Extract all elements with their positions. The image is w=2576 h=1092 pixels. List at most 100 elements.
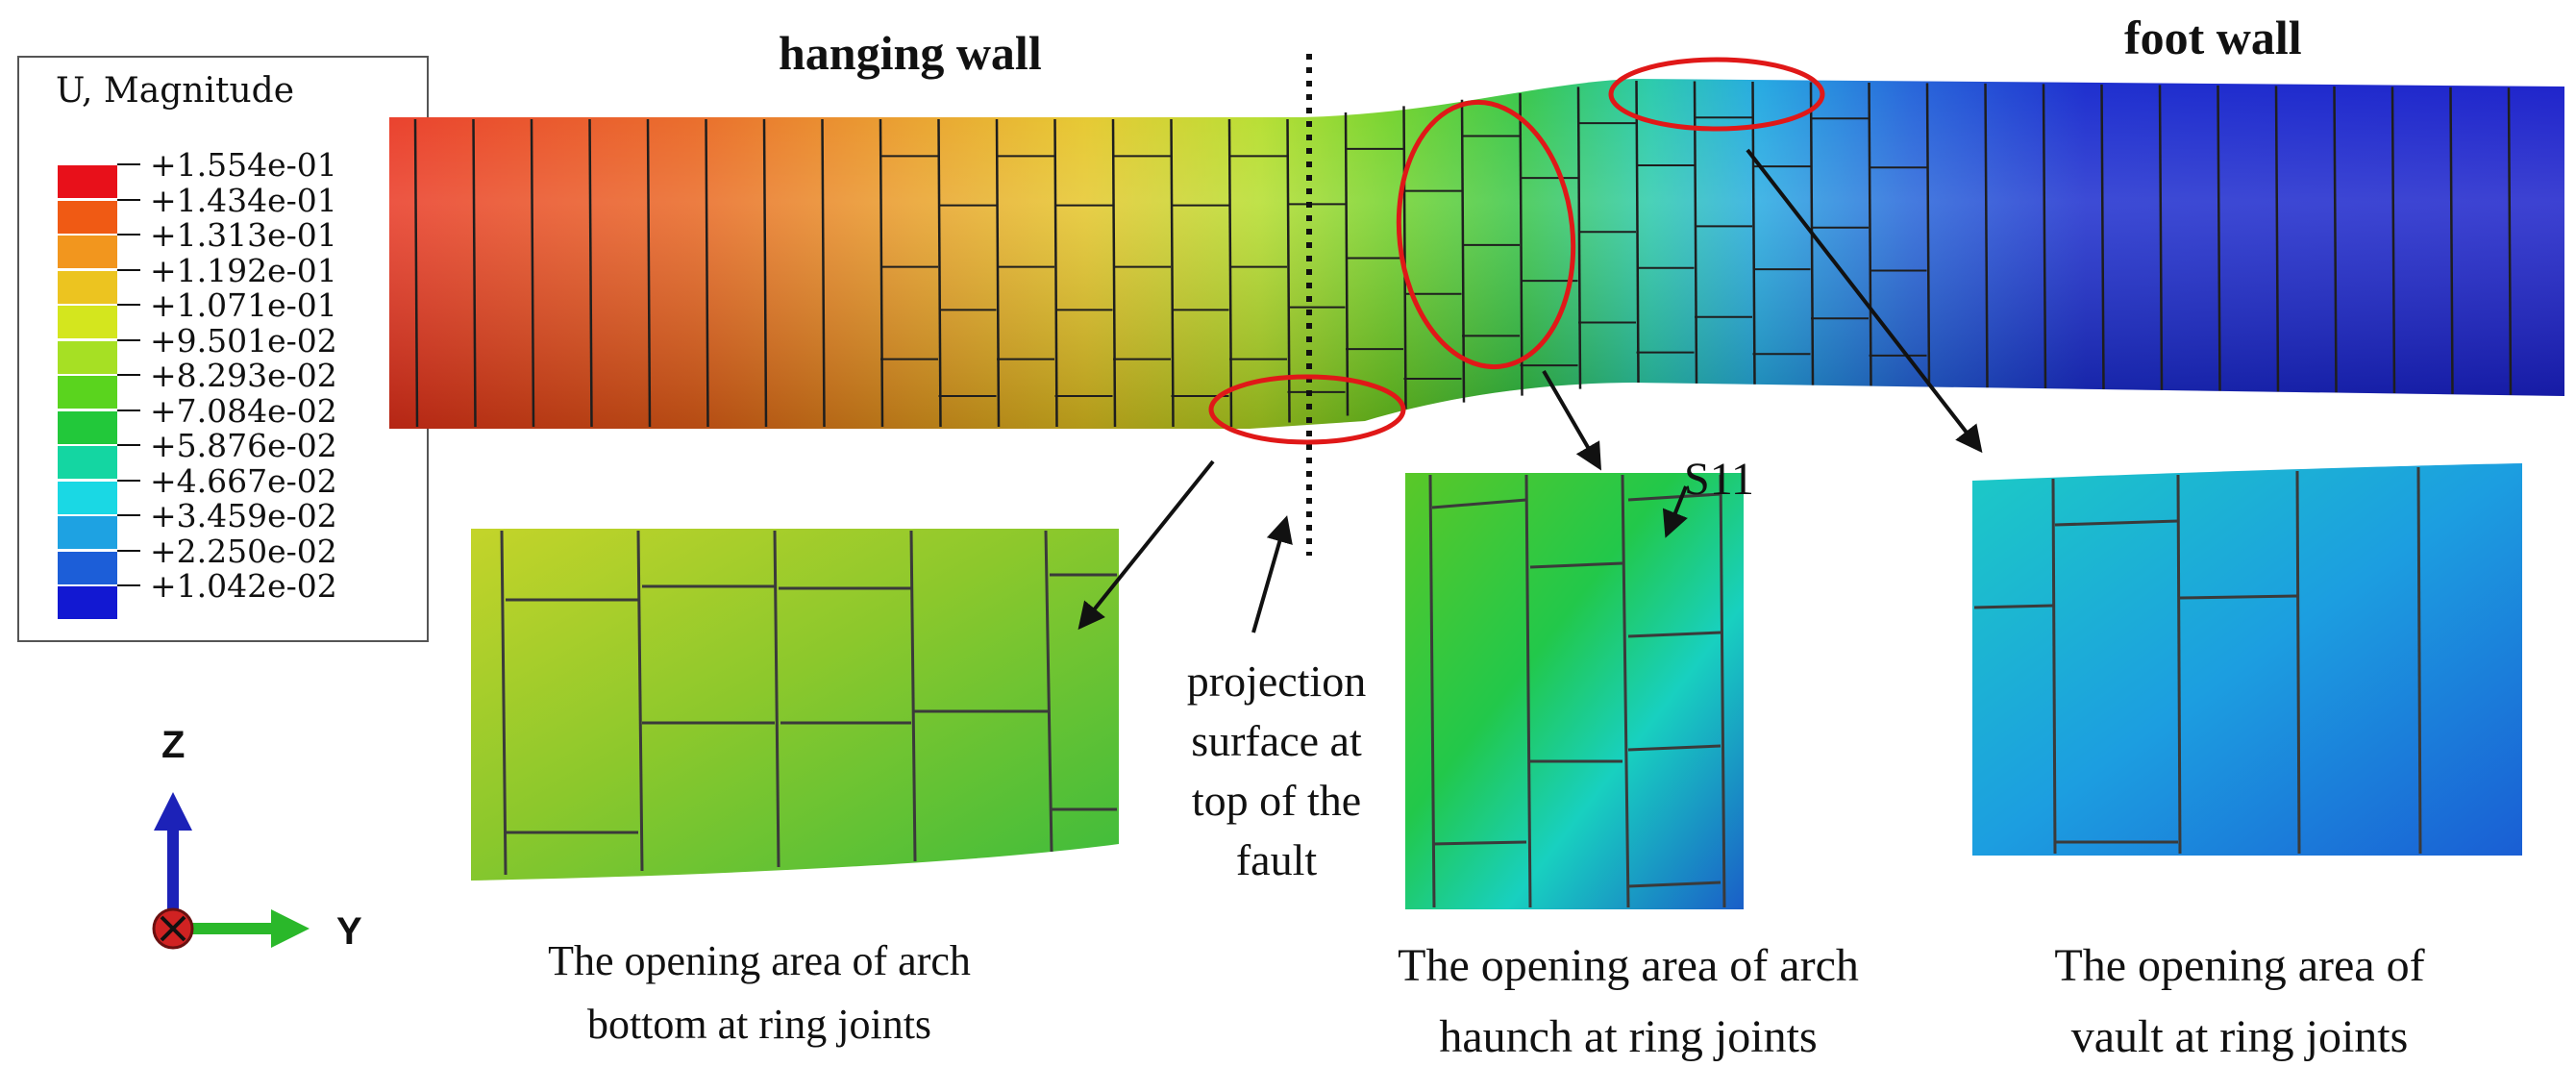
ring-joint-line [1227,118,1233,428]
legend-value-label: +7.084e-02 [150,391,337,430]
ellipse-arch-haunch [1396,99,1576,370]
ring-joint-line [705,118,709,428]
color-legend: U, Magnitude +1.554e-01+1.434e-01+1.313e… [17,56,429,642]
ring-joint-line [2100,84,2105,389]
projection-line-4: fault [1236,835,1318,884]
projection-label: projection surface at top of the fault [1187,657,1367,884]
tunnel-model [389,79,2564,429]
legend-swatch [58,446,117,479]
arrow-to-s11 [1662,485,1688,538]
ring-joint-line [2333,86,2338,393]
legend-tick [117,304,140,306]
legend-tick [117,268,140,271]
legend-swatch [58,516,117,549]
ring-joint-line [1984,83,1989,388]
caption-haunch-line-2: haunch at ring joints [1439,1011,1817,1062]
legend-tick [117,338,140,341]
projection-line-3: top of the [1192,776,1361,825]
ring-joint-line [530,118,535,428]
arrow-to-vault-inset [1746,148,1983,454]
legend-title: U, Magnitude [56,71,294,111]
legend-swatch [58,165,117,198]
ring-joint-line [646,118,652,428]
caption-haunch-line-1: The opening area of arch [1398,940,1859,991]
ring-joint-line [1460,99,1466,403]
legend-swatch [58,200,117,234]
ring-joint-line [995,118,1001,428]
ring-joint-line [1344,112,1350,416]
legend-swatch [58,306,117,338]
ring-joint-line [2449,87,2454,394]
ellipse-vault [1608,57,1825,132]
legend-tick [117,374,140,376]
ring-joint-line [2217,85,2221,391]
projection-line-2: surface at [1191,716,1362,765]
legend-tick [117,584,140,586]
ring-joint-line [1693,81,1698,384]
legend-tick [117,234,140,236]
ring-joint-line [1111,118,1117,428]
legend-value-label: +2.250e-02 [150,532,337,570]
legend-swatch [58,410,117,444]
legend-tick [117,549,140,552]
legend-value-label: +8.293e-02 [150,357,337,394]
ring-joint-line [821,118,826,428]
legend-swatch [58,586,117,619]
y-axis-label: Y [336,910,362,953]
caption-vault-line-1: The opening area of [2054,940,2424,991]
inset-arch-bottom [471,529,1119,881]
ring-joint-line [2042,84,2047,388]
hanging-wall-label: hanging wall [779,26,1042,80]
legend-value-label: +1.313e-01 [150,216,337,254]
ring-joint-line [2507,87,2513,395]
axis-triad: Z Y [152,724,362,953]
legend-value-label: +3.459e-02 [150,497,337,534]
caption-bottom-line-2: bottom at ring joints [587,1001,931,1048]
legend-swatch [58,340,117,374]
ring-joint-line [762,118,768,428]
x-axis-cross-icon [160,915,186,942]
projection-line-1: projection [1187,657,1367,706]
legend-tick [117,409,140,411]
ring-joint-line [1868,82,1872,386]
ring-joint-line [2274,86,2280,392]
arrow-to-fault-line [1251,515,1293,633]
caption-vault-line-2: vault at ring joints [2071,1011,2409,1062]
legend-value-label: +1.071e-01 [150,286,337,324]
ring-joint-line [1576,87,1582,389]
caption-haunch: The opening area of arch haunch at ring … [1398,940,1859,1062]
legend-value-label: +1.434e-01 [150,181,337,219]
legend-tick [117,514,140,516]
ring-joint-line [472,118,477,428]
legend-swatch [58,236,117,268]
z-axis-head [154,792,192,831]
inset-vault [1972,463,2522,856]
legend-tick [117,479,140,482]
tunnel-shading [389,79,2564,429]
legend-tick [117,163,140,165]
s11-label: S11 [1684,454,1754,505]
z-axis-label: Z [161,724,185,766]
ring-joint-line [1519,93,1523,396]
ring-joint-line [1925,83,1931,387]
ring-joint-line [879,118,884,428]
ring-joint-line [1635,81,1640,384]
caption-bottom-line-1: The opening area of arch [548,937,971,984]
legend-value-label: +1.042e-02 [150,567,337,605]
legend-swatch [58,376,117,409]
ring-joint-line [2158,85,2164,390]
legend-swatch [58,551,117,584]
legend-value-label: +1.554e-01 [150,146,337,184]
ring-joint-line [1402,106,1407,410]
ring-joint-line [2390,87,2396,394]
ring-joint-line [1170,118,1175,428]
y-axis-head [271,909,310,948]
ring-joint-line [1053,118,1058,428]
legend-value-label: +9.501e-02 [150,321,337,360]
ring-joint-line [413,118,419,428]
caption-bottom: The opening area of arch bottom at ring … [548,937,971,1048]
ring-joint-line [1751,81,1756,385]
ring-joint-line [937,118,942,428]
legend-tick [117,444,140,446]
